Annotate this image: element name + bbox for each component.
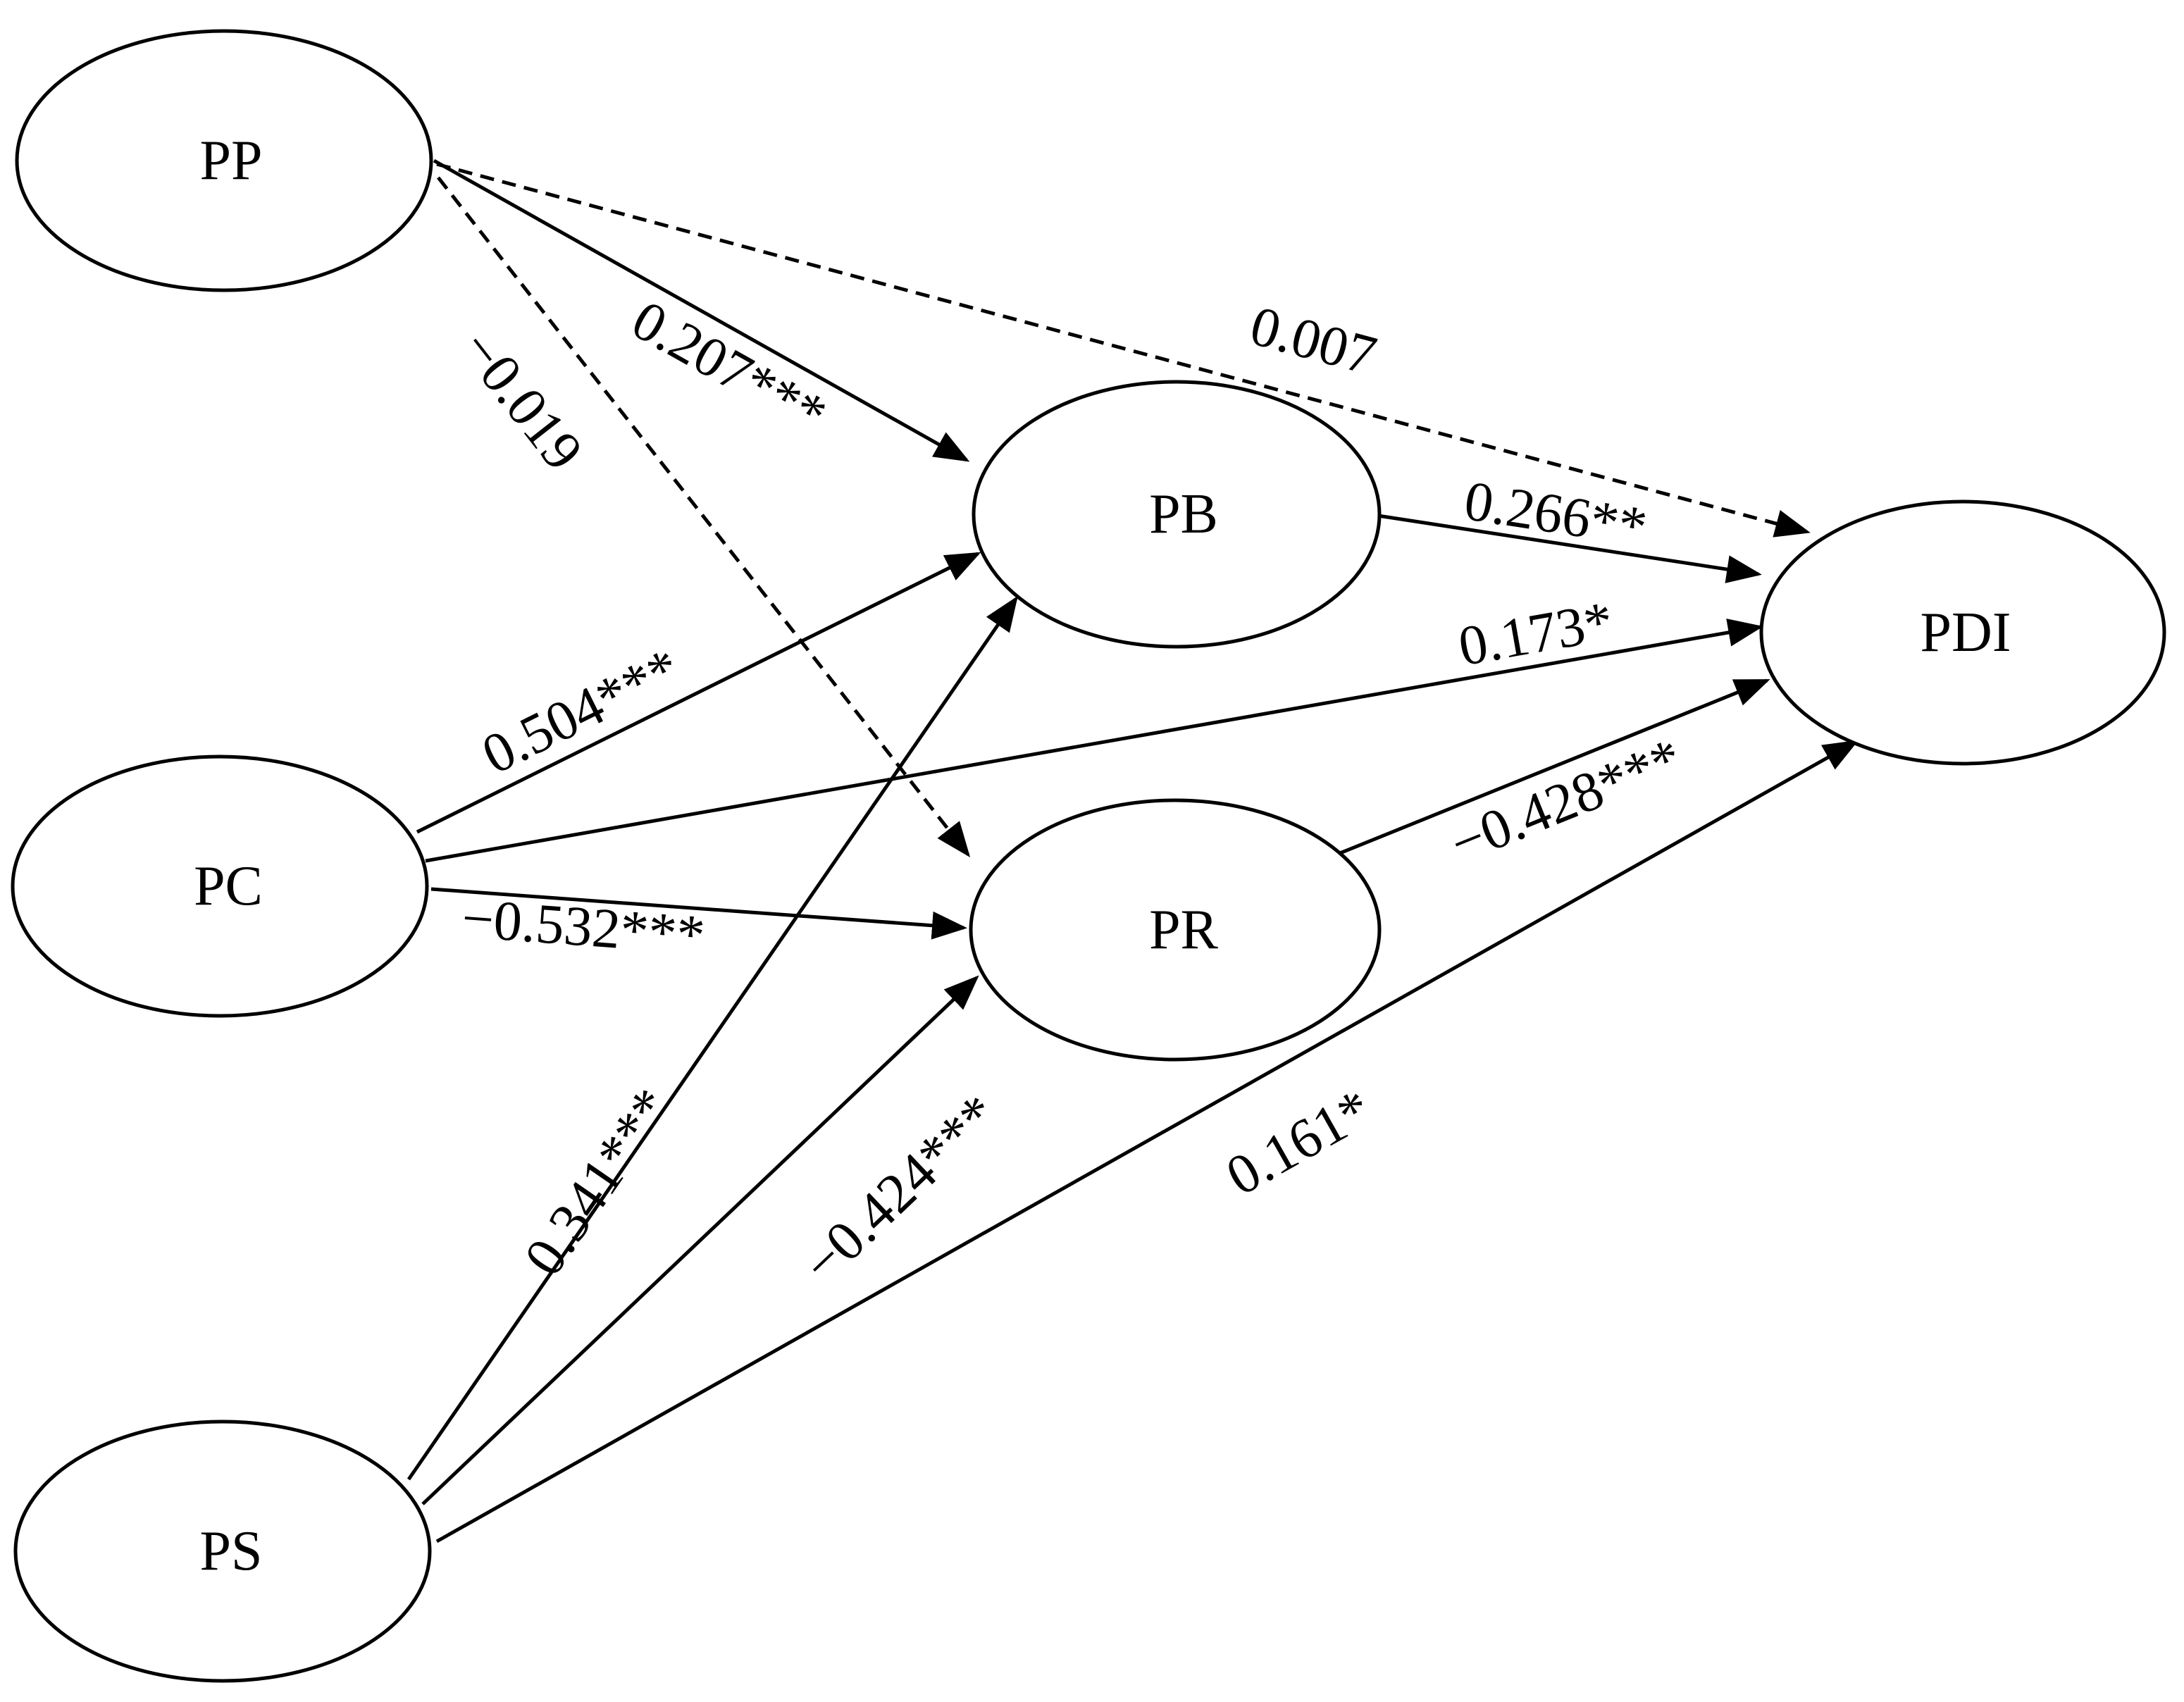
edge-pp-pb: [433, 159, 970, 462]
label-ps-pdi: 0.161*: [1217, 1078, 1382, 1208]
node-pr-ellipse: [969, 798, 1382, 1062]
edge-ps-pr: [421, 975, 979, 1505]
edge-ps-pb: [407, 595, 1018, 1481]
node-pb-label: PB: [1149, 483, 1218, 545]
edge-pp-pr: [437, 176, 971, 857]
label-pp-pr: −0.019: [448, 318, 595, 482]
node-layer: PP PC PS PB PR PDI: [11, 29, 2166, 1683]
node-pr: PR: [969, 798, 1382, 1062]
edge-pc-pdi: [425, 619, 1763, 863]
label-pp-pdi: 0.007: [1244, 294, 1383, 387]
label-pr-pdi: −0.428***: [1442, 727, 1691, 876]
node-pb: PB: [972, 380, 1382, 649]
node-pdi-label: PDI: [1921, 602, 2011, 664]
edge-ps-pdi: [435, 740, 1859, 1543]
node-pc-ellipse: [11, 754, 429, 1018]
label-pc-pr: −0.532***: [460, 887, 707, 967]
node-pp: PP: [15, 29, 433, 292]
edge-layer: [407, 159, 1859, 1543]
node-pp-ellipse: [15, 29, 433, 292]
edge-pr-pdi: [1339, 678, 1770, 855]
edge-pc-pr: [430, 887, 967, 940]
node-ps-label: PS: [200, 1520, 263, 1582]
node-pdi-ellipse: [1759, 499, 2166, 766]
node-ps-ellipse: [13, 1420, 432, 1683]
label-ps-pr: −0.424***: [791, 1083, 1010, 1295]
node-pc-label: PC: [194, 855, 263, 917]
node-pdi: PDI: [1759, 499, 2166, 766]
edge-pp-pdi: [436, 162, 1811, 538]
node-pr-label: PR: [1149, 899, 1218, 961]
edge-pc-pb: [416, 552, 981, 834]
node-pp-label: PP: [200, 130, 263, 192]
label-pc-pdi: 0.173*: [1454, 590, 1618, 678]
label-ps-pb: 0.341***: [513, 1078, 684, 1287]
node-pc: PC: [11, 754, 429, 1018]
node-ps: PS: [13, 1420, 432, 1683]
node-pb-ellipse: [972, 380, 1382, 649]
edge-pb-pdi: [1377, 514, 1762, 583]
